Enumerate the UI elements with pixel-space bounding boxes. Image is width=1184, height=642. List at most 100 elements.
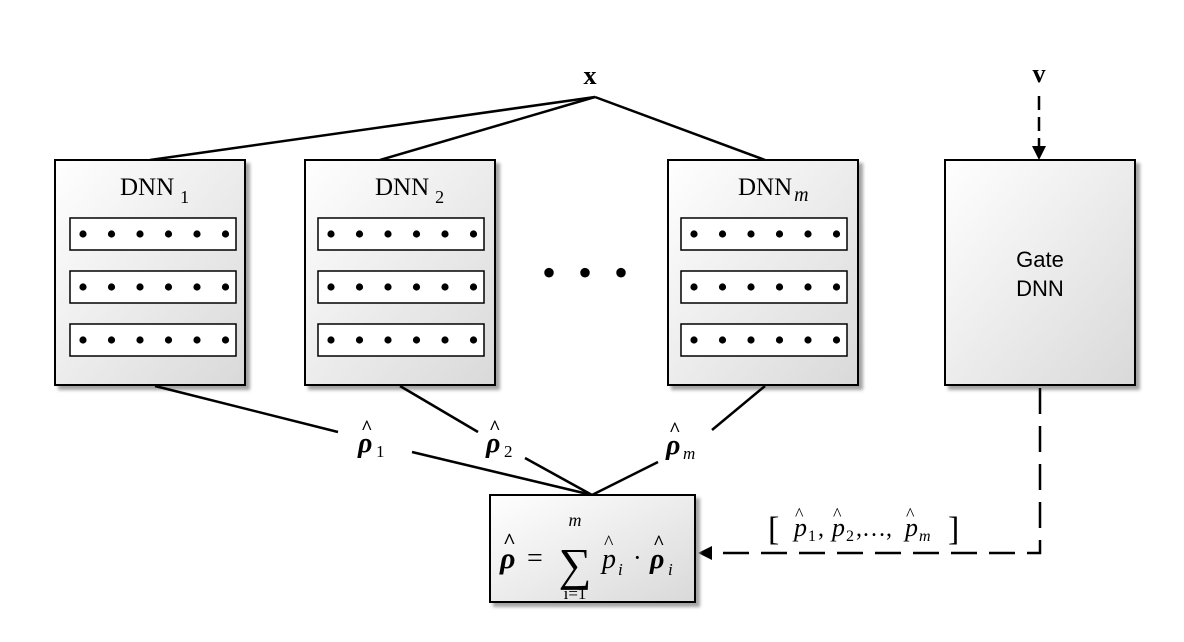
- layer-row: [69, 270, 237, 304]
- sum-sigma: ∑: [559, 539, 592, 590]
- combiner-lhs: ρ: [499, 542, 515, 575]
- svg-text:^: ^: [669, 419, 681, 441]
- neuron-dot: [355, 230, 364, 238]
- edge-dnn2-b: [524, 456, 593, 497]
- neuron-dot: [469, 336, 478, 344]
- neuron-dot: [690, 336, 698, 344]
- svg-text:^: ^: [833, 504, 842, 524]
- neuron-dot: [355, 336, 364, 344]
- svg-text:i: i: [618, 560, 623, 579]
- gate-label-line1: Gate: [1016, 247, 1064, 272]
- neuron-dot: [412, 336, 421, 344]
- neuron-dot: [107, 336, 116, 344]
- neuron-dot: [441, 336, 449, 344]
- output-edges: [154, 384, 766, 497]
- neuron-dot: [775, 230, 784, 238]
- svg-text:2: 2: [504, 442, 513, 461]
- svg-text:ρ: ρ: [665, 430, 680, 461]
- svg-text:2: 2: [846, 528, 854, 545]
- neuron-dot: [79, 336, 87, 344]
- neuron-dot: [193, 283, 201, 291]
- edge-dnnm-a: [711, 385, 766, 431]
- neuron-dot: [107, 283, 116, 291]
- neuron-dot: [747, 283, 755, 291]
- neuron-dot: [79, 283, 87, 291]
- svg-text:^: ^: [503, 528, 516, 553]
- neuron-dot: [804, 230, 812, 238]
- neuron-dot: [107, 230, 116, 238]
- layer-row: [317, 270, 485, 304]
- neuron-dot: [718, 230, 727, 238]
- svg-text:ρ: ρ: [357, 428, 372, 459]
- layer-row: [69, 323, 237, 357]
- arrowhead-gate-combiner: [698, 546, 712, 560]
- neuron-dot: [384, 283, 392, 291]
- svg-text:·: ·: [633, 543, 642, 572]
- neuron-dot: [327, 283, 335, 291]
- neuron-dot: [221, 230, 230, 238]
- neuron-dot: [718, 283, 727, 291]
- edge-x-dnn1: [149, 95, 596, 162]
- rho-hat-m: ρ ^ m: [665, 419, 695, 463]
- svg-text:]: ]: [948, 511, 959, 548]
- svg-text:1: 1: [808, 528, 816, 545]
- sum-lower: i=1: [564, 584, 587, 603]
- layer-row: [680, 217, 848, 251]
- neuron-dot: [164, 230, 173, 238]
- edge-dnn1-a: [154, 384, 339, 434]
- edge-x-dnn2: [379, 95, 596, 162]
- neuron-dot: [327, 336, 335, 344]
- neuron-dot: [327, 230, 335, 238]
- rho-hat-2: ρ ^ 2: [485, 417, 513, 461]
- svg-text:,: ,: [818, 516, 824, 542]
- layer-row: [317, 217, 485, 251]
- sum-upper: m: [569, 510, 582, 530]
- combiner-box: [489, 494, 696, 603]
- ellipsis: • • •: [542, 250, 634, 295]
- svg-text:p: p: [830, 513, 845, 542]
- svg-text:m: m: [919, 528, 931, 545]
- edge-gate-combiner: [708, 388, 1042, 555]
- neuron-dot: [384, 336, 392, 344]
- svg-text:^: ^: [489, 417, 501, 439]
- gate-output-vector: [ p ^ 1 , p ^ 2 ,…, p ^ m ]: [768, 504, 978, 548]
- neuron-dot: [469, 283, 478, 291]
- svg-text:i: i: [668, 560, 673, 579]
- svg-text:,…,: ,…,: [856, 516, 892, 542]
- layer-row: [317, 323, 485, 357]
- neuron-dot: [355, 283, 364, 291]
- input-x-label: x: [584, 61, 597, 90]
- svg-text:ρ: ρ: [485, 428, 500, 459]
- combiner-rho: ρ: [649, 544, 664, 575]
- neuron-dot: [804, 283, 812, 291]
- combiner: ρ ^ = m ∑ i=1 p ^ i · ρ ^ i: [489, 494, 696, 603]
- svg-text:[: [: [768, 511, 779, 548]
- neuron-dot: [441, 230, 449, 238]
- neuron-dot: [193, 336, 201, 344]
- neuron-dot: [747, 230, 755, 238]
- neuron-dot: [747, 336, 755, 344]
- neuron-dot: [690, 283, 698, 291]
- svg-text:m: m: [683, 444, 695, 463]
- neuron-dot: [164, 283, 173, 291]
- rho-hat-1: ρ ^ 1: [357, 417, 385, 461]
- svg-text:^: ^: [604, 532, 614, 554]
- svg-text:p: p: [903, 513, 918, 542]
- neuron-dot: [718, 336, 727, 344]
- svg-text:^: ^: [795, 504, 804, 524]
- edge-dnn2-a: [399, 384, 479, 434]
- neuron-dot: [79, 230, 87, 238]
- layer-row: [680, 270, 848, 304]
- gate-dnn: Gate DNN: [944, 159, 1136, 386]
- svg-text:^: ^: [653, 532, 665, 554]
- gate-label-line2: DNN: [1016, 276, 1064, 301]
- input-v-label: v: [1033, 59, 1046, 88]
- gate-box: [944, 159, 1136, 386]
